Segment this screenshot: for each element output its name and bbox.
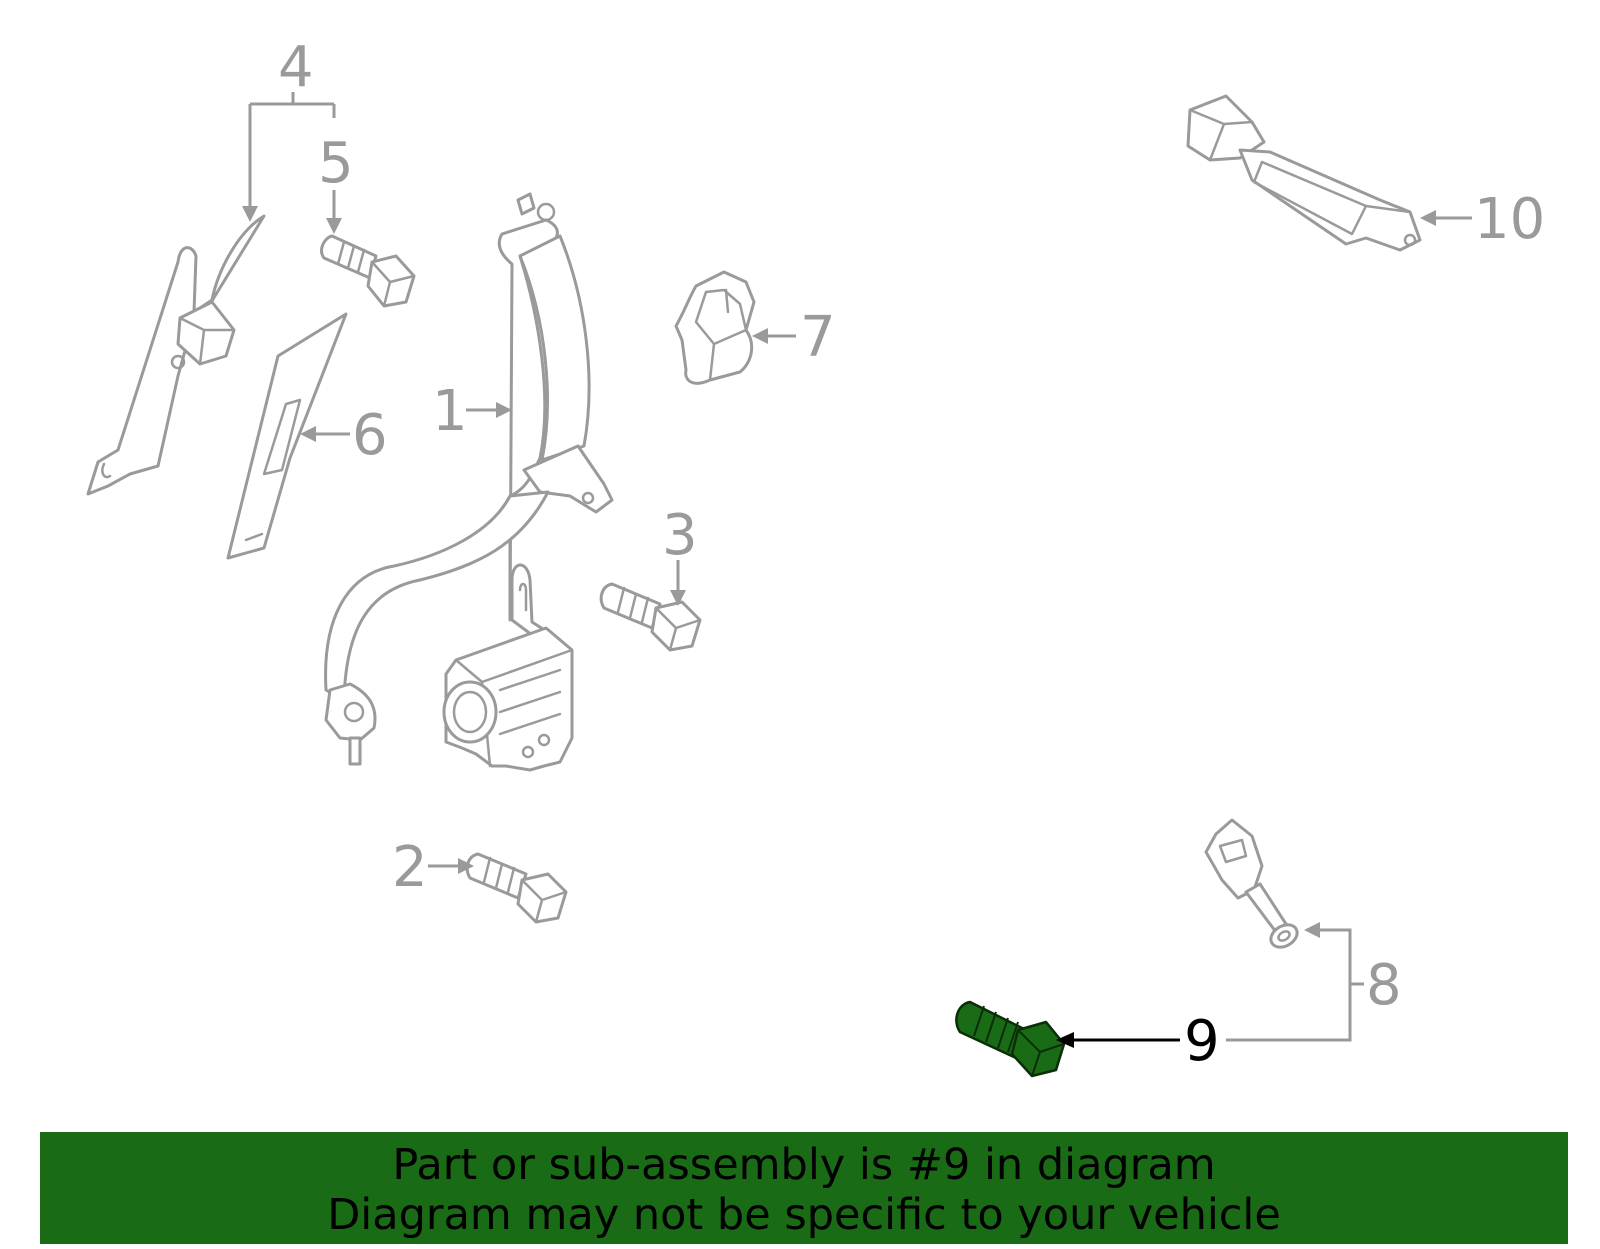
part-5-bolt[interactable] (320, 234, 416, 308)
callout-4[interactable]: 4 (278, 35, 314, 100)
leader-7 (752, 328, 796, 344)
leader-8 (1226, 922, 1364, 1042)
part-8-buckle[interactable] (1204, 818, 1301, 952)
leader-3 (670, 560, 686, 606)
callout-9[interactable]: 9 (1184, 1009, 1220, 1074)
callout-6[interactable]: 6 (352, 403, 388, 468)
leader-6 (300, 426, 350, 442)
leader-9 (1056, 1032, 1180, 1048)
banner-line-2: Diagram may not be specific to your vehi… (327, 1190, 1281, 1240)
part-9-bolt-highlighted[interactable] (955, 1000, 1066, 1078)
callout-1[interactable]: 1 (432, 379, 468, 444)
banner-line-1: Part or sub-assembly is #9 in diagram (392, 1140, 1216, 1190)
part-1-seat-belt-assembly[interactable] (324, 192, 614, 772)
callout-5[interactable]: 5 (318, 131, 354, 196)
leader-2 (428, 858, 474, 874)
part-2-bolt[interactable] (465, 852, 568, 924)
leader-10 (1420, 210, 1472, 226)
part-10-buckle[interactable] (1186, 94, 1422, 252)
callout-3[interactable]: 3 (662, 503, 698, 568)
part-3-bolt[interactable] (599, 582, 702, 652)
callout-10[interactable]: 10 (1474, 187, 1545, 252)
part-7-cover[interactable] (674, 270, 756, 385)
leader-5 (326, 190, 342, 234)
part-6-trim-plate[interactable] (226, 312, 348, 560)
leader-1 (466, 402, 512, 418)
notice-banner: Part or sub-assembly is #9 in diagram Di… (40, 1132, 1568, 1244)
callout-7[interactable]: 7 (800, 305, 836, 370)
leader-4 (242, 92, 336, 222)
callout-8[interactable]: 8 (1366, 953, 1402, 1018)
callout-2[interactable]: 2 (392, 835, 428, 900)
part-4-upper-anchor[interactable] (86, 214, 266, 496)
